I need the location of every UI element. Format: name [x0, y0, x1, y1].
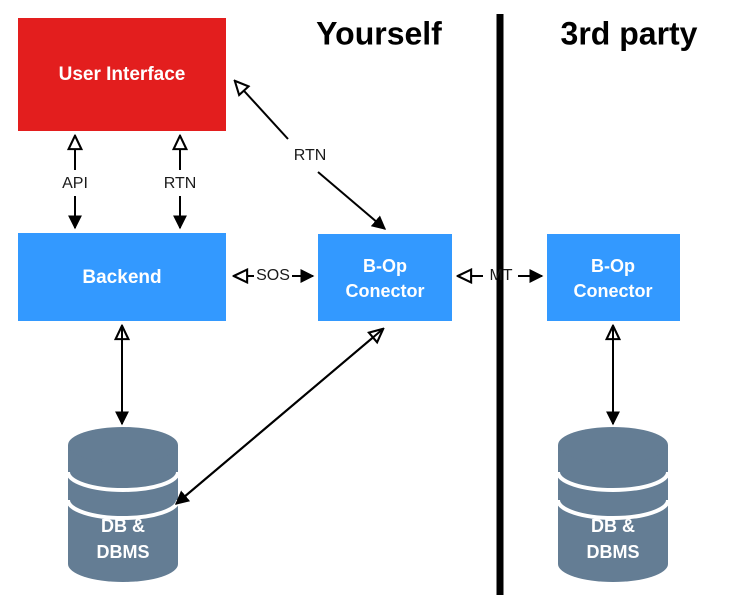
edge-rtn-ui-backend: RTN [164, 136, 197, 230]
edge-rtn-ui-connector-arrow-upper [235, 81, 289, 140]
backend-label: Backend [82, 267, 161, 288]
edge-sos-label: SOS [256, 267, 290, 284]
edge-api-label: API [62, 175, 88, 192]
database-third-party-body [558, 445, 668, 582]
edge-mt-label: MT [489, 267, 512, 284]
database-yourself-label-line1: DB & [101, 516, 145, 536]
section-header-yourself: Yourself [316, 15, 442, 51]
node-user-interface[interactable]: User Interface [18, 18, 226, 131]
database-yourself-body [68, 445, 178, 582]
database-third-party-top [558, 427, 668, 463]
edge-sos: SOS [234, 267, 315, 284]
bop-conector-yourself-label-line1: B-Op [363, 256, 407, 276]
edge-mt: MT [458, 267, 544, 284]
node-database-third-party[interactable]: DB & DBMS [556, 427, 670, 582]
edge-rtn-ui-connector: RTN [235, 81, 387, 230]
node-database-yourself[interactable]: DB & DBMS [66, 427, 180, 582]
node-backend[interactable]: Backend [18, 233, 226, 321]
database-third-party-band-1 [556, 471, 670, 492]
bop-conector-third-party-label-line2: Conector [573, 281, 652, 301]
user-interface-box [18, 18, 226, 131]
database-third-party-band-2 [556, 499, 670, 520]
edge-connector-database-arrow-lower [174, 328, 384, 505]
edge-rtn-ui-connector-arrow-lower [317, 171, 387, 230]
edge-rtn-ui-backend-label: RTN [164, 175, 197, 192]
edge-connector-database [174, 328, 384, 505]
backend-box [18, 233, 226, 321]
database-yourself-label-line2: DBMS [97, 542, 150, 562]
database-third-party-label-line1: DB & [591, 516, 635, 536]
database-yourself-top [68, 427, 178, 463]
database-yourself-band-1 [66, 471, 180, 492]
node-bop-conector-third-party[interactable]: B-Op Conector [547, 234, 680, 321]
node-bop-conector-yourself[interactable]: B-Op Conector [318, 234, 452, 321]
user-interface-label: User Interface [59, 64, 186, 85]
edge-rtn-ui-connector-label: RTN [294, 147, 327, 164]
bop-conector-yourself-label-line2: Conector [345, 281, 424, 301]
section-header-third-party: 3rd party [561, 15, 698, 51]
bop-conector-yourself-box [318, 234, 452, 321]
bop-conector-third-party-label-line1: B-Op [591, 256, 635, 276]
database-third-party-label-line2: DBMS [587, 542, 640, 562]
database-yourself-band-2 [66, 499, 180, 520]
bop-conector-third-party-box [547, 234, 680, 321]
edge-api: API [62, 136, 88, 230]
